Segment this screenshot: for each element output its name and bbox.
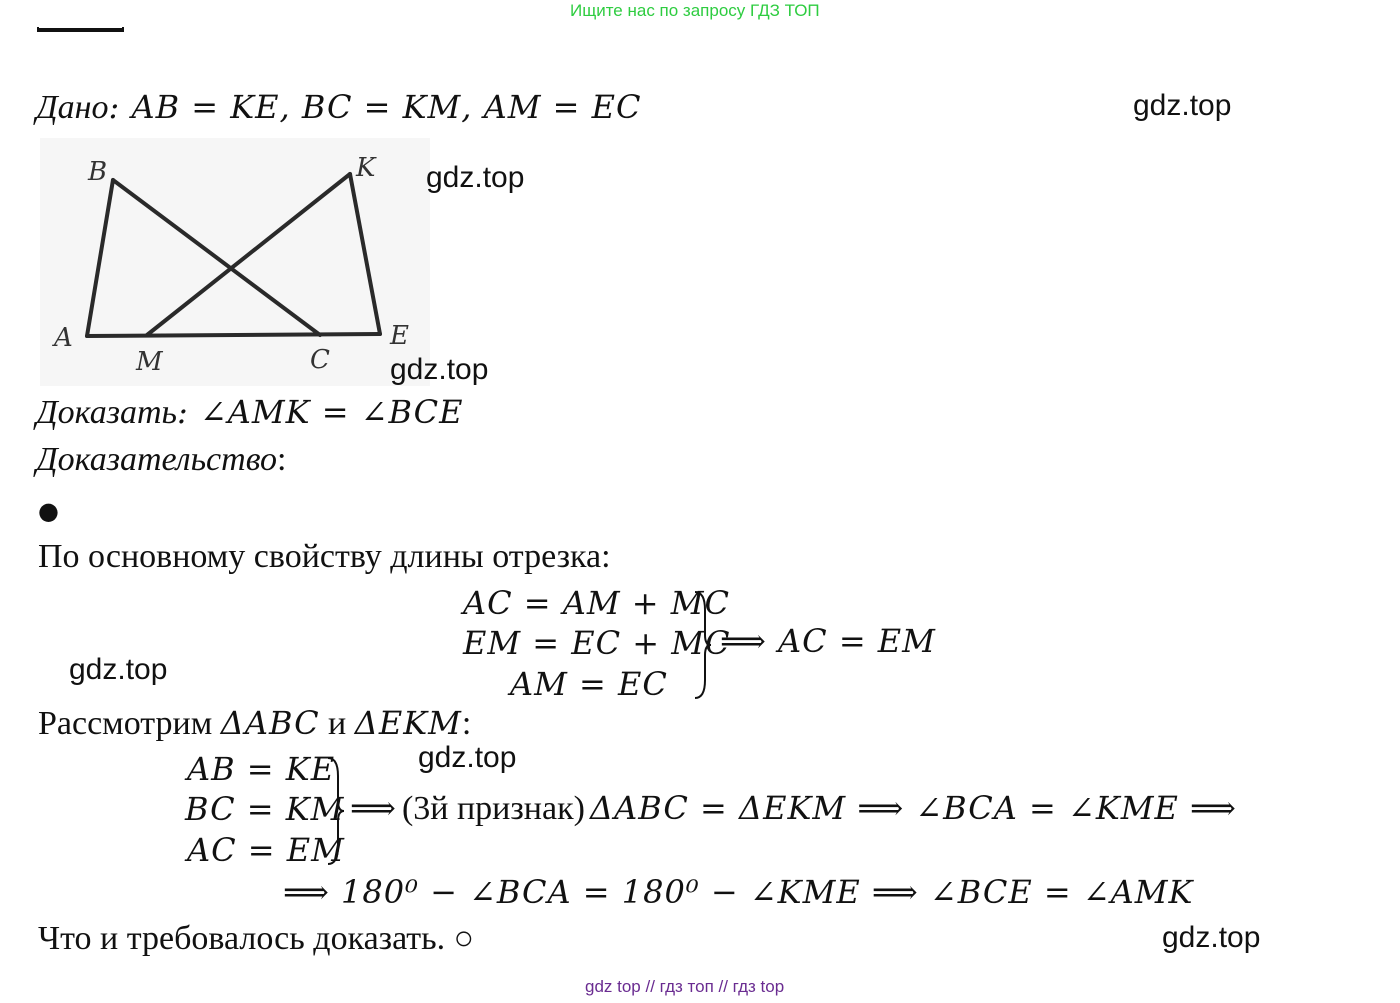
prove-line: Доказать: ∠AMK = ∠BCE [36, 393, 463, 432]
step1-line-1: AC = AM + MC [463, 584, 731, 622]
triangle-figure: B K A E M C [40, 138, 430, 386]
step2-result: ΔABC = ΔEKM ⟹ ∠BCA = ∠KME ⟹ [590, 789, 1237, 827]
label-a: A [52, 323, 73, 353]
figure-svg: B K A E M C [52, 153, 409, 377]
watermark: gdz.top [1133, 89, 1232, 122]
label-m: M [135, 347, 164, 377]
third-criterion: (3й признак) [401, 790, 585, 827]
step2-line-2: BC = KM [185, 790, 345, 828]
footer-links[interactable]: gdz top // гдз топ // гдз top [585, 977, 785, 996]
given-text: : AB = KE, BC = KM, AM = EC [108, 88, 642, 126]
step2-result-line: ⟹ (3й признак) ΔABC = ΔEKM ⟹ ∠BCA = ∠KME… [350, 789, 1237, 828]
step2-line-1: AB = KE [187, 750, 336, 788]
label-c: C [310, 345, 330, 375]
watermark: gdz.top [418, 741, 517, 774]
conclusion: Что и требовалось доказать. ○ [38, 920, 475, 957]
step2-intro: Рассмотрим ΔABC и ΔEKM: [38, 704, 471, 743]
segment-mk [145, 172, 352, 337]
corner-mark [37, 27, 124, 32]
proof-heading: Доказательство: [36, 441, 286, 479]
segment-ae [85, 332, 382, 338]
brace-1 [694, 591, 712, 699]
watermark: gdz.top [426, 161, 525, 194]
segment-bc [111, 178, 322, 337]
bullet: ● [38, 497, 59, 525]
given-label: Дано [36, 89, 109, 126]
step1-line-3: AM = EC [510, 665, 668, 703]
step2-triangle-ekm: ΔEKM [354, 704, 462, 742]
step2-intro-prefix: Рассмотрим [38, 705, 221, 742]
step2-intro-mid: и [319, 705, 355, 742]
proof-colon: : [277, 441, 287, 478]
label-k: K [355, 153, 377, 183]
watermark: gdz.top [69, 653, 168, 686]
given-line: Дано: AB = KE, BC = KM, AM = EC [36, 88, 641, 127]
prove-label: Доказать [36, 394, 177, 431]
proof-label: Доказательство [36, 441, 278, 478]
step2-line-3: AC = EM [187, 831, 345, 869]
search-banner[interactable]: Ищите нас по запросу ГДЗ ТОП [570, 1, 820, 20]
step1-result: ⟹ AC = EM [720, 622, 936, 660]
label-e: E [389, 321, 409, 351]
segment-ke [348, 172, 382, 336]
brace-2 [327, 757, 345, 865]
step2-line-final: ⟹ 180⁰ − ∠BCA = 180⁰ − ∠KME ⟹ ∠BCE = ∠AM… [283, 873, 1194, 911]
prove-text: : ∠AMK = ∠BCE [176, 393, 464, 431]
step1-intro: По основному свойству длины отрезка: [38, 538, 611, 575]
step1-line-2: EM = EC + MC [463, 624, 731, 662]
implies-arrow: ⟹ [350, 789, 397, 827]
step2-intro-suffix: : [461, 705, 472, 742]
watermark: gdz.top [1162, 921, 1261, 954]
watermark: gdz.top [390, 353, 489, 386]
segment-ab [85, 178, 115, 338]
step2-triangle-abc: ΔABC [220, 704, 320, 742]
label-b: B [87, 157, 107, 187]
